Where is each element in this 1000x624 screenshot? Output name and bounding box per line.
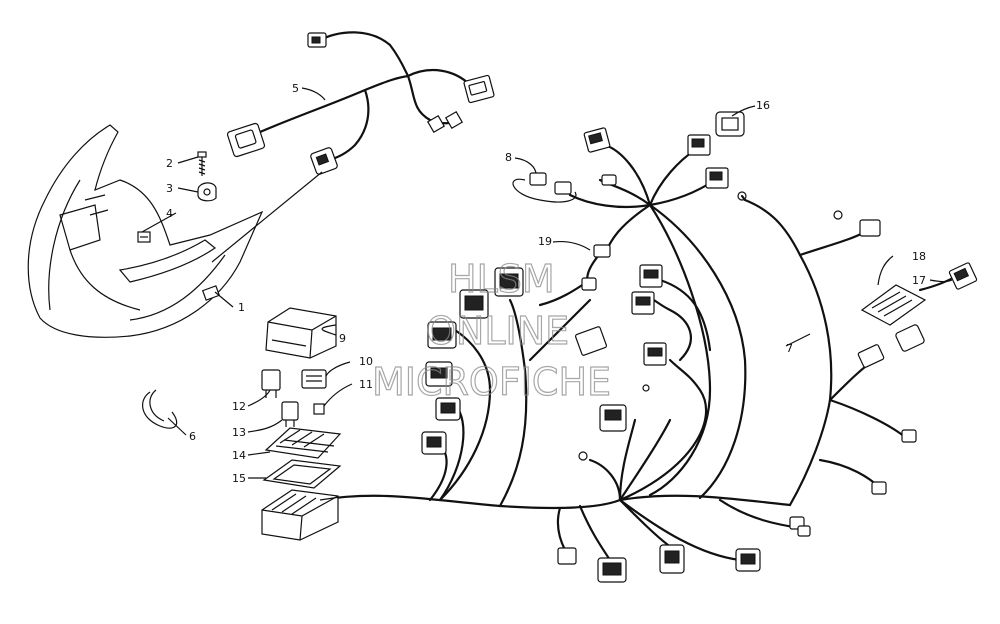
ring-part xyxy=(142,389,178,429)
callout-5: 5 xyxy=(292,82,299,95)
gasket-part xyxy=(262,459,342,489)
callout-16: 16 xyxy=(756,99,770,112)
callout-19: 19 xyxy=(538,235,552,248)
watermark-line-1: HLSM xyxy=(448,257,555,301)
watermark: HLSM ONLINE MICROFICHE xyxy=(371,256,611,404)
callout-18: 18 xyxy=(912,250,926,263)
callout-9: 9 xyxy=(339,332,346,345)
callout-labels: 1 2 3 4 5 6 7 8 9 10 11 12 13 14 15 16 1… xyxy=(166,82,926,485)
callout-8: 8 xyxy=(505,151,512,164)
fuse-grid-part xyxy=(264,427,342,459)
cable-loop-part xyxy=(512,172,577,203)
clip-part xyxy=(197,182,217,202)
callout-17: 17 xyxy=(912,274,926,287)
callout-2: 2 xyxy=(166,157,173,170)
callout-6: 6 xyxy=(189,430,196,443)
watermark-line-3: MICROFICHE xyxy=(372,360,611,404)
callout-15: 15 xyxy=(232,472,246,485)
nut-part xyxy=(137,231,151,243)
callout-3: 3 xyxy=(166,182,173,195)
callout-13: 13 xyxy=(232,426,246,439)
callout-1: 1 xyxy=(238,301,245,314)
fuse-block-base xyxy=(261,489,341,541)
label-sheet-part xyxy=(860,284,927,326)
leader-lines xyxy=(141,87,953,479)
upper-harness xyxy=(211,31,495,263)
relay-part-12 xyxy=(261,369,281,398)
watermark-line-2: ONLINE xyxy=(426,309,569,353)
harness-connectors xyxy=(421,111,978,583)
callout-12: 12 xyxy=(232,400,246,413)
callout-14: 14 xyxy=(232,449,246,462)
callout-11: 11 xyxy=(359,378,373,391)
relay-part-10 xyxy=(301,369,327,389)
screw-part xyxy=(197,151,207,176)
relay-part-13 xyxy=(281,401,299,427)
callout-7: 7 xyxy=(786,342,793,355)
fuse-part-11 xyxy=(313,403,325,415)
fuse-box-cover xyxy=(265,307,337,359)
callout-10: 10 xyxy=(359,355,373,368)
callout-4: 4 xyxy=(166,207,173,220)
headlight-housing xyxy=(27,124,264,338)
